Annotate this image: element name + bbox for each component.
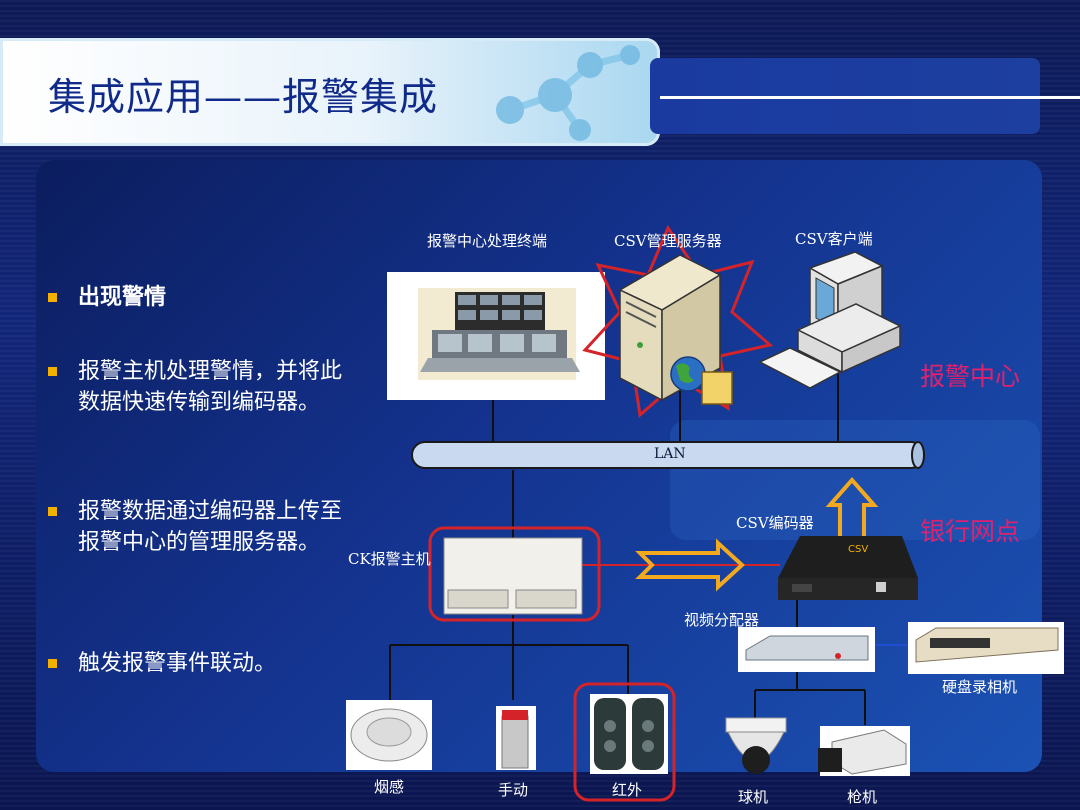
manual-alarm-icon [496, 706, 536, 770]
splitter-label: 视频分配器 [684, 611, 760, 629]
infrared-sensor-icon [590, 694, 668, 774]
encoder-label: CSV编码器 [736, 514, 814, 532]
infrared-label: 红外 [612, 781, 643, 799]
client-computer-icon [758, 251, 902, 389]
alarm-host-highlight [428, 526, 601, 622]
molecule-decoration [496, 45, 640, 141]
bullet-text: 报警数据通过编码器上传至报警中心的管理服务器。 [78, 499, 343, 555]
server-label: CSV管理服务器 [614, 232, 722, 250]
bullet-text: 报警主机处理警情，并将此数据快速传输到编码器。 [78, 359, 343, 415]
smoke-label: 烟感 [374, 778, 405, 796]
slide-title: 集成应用——报警集成 [48, 75, 439, 119]
globe-icon [670, 356, 733, 405]
gun-camera-icon [818, 726, 910, 776]
smoke-detector-icon [346, 700, 432, 770]
dome-camera-icon [725, 717, 787, 774]
bullet-square-icon [48, 659, 57, 668]
bullet-square-icon [48, 507, 57, 516]
alarm-center-region-label: 报警中心 [920, 362, 1021, 391]
bullet-text: 触发报警事件联动。 [78, 651, 277, 676]
lan-label: LAN [654, 446, 686, 462]
encoder-icon: CSV [778, 536, 918, 600]
right-arrow-icon [635, 538, 745, 592]
bullet-square-icon [48, 293, 57, 302]
infrared-highlight [573, 682, 676, 802]
gun-label: 枪机 [847, 788, 878, 806]
dvr-label: 硬盘录相机 [942, 678, 1018, 696]
dome-label: 球机 [738, 788, 769, 806]
bullet-text: 出现警情 [78, 284, 167, 310]
client-label: CSV客户端 [795, 230, 873, 248]
bank-branch-region-label: 银行网点 [920, 517, 1021, 546]
bullet-square-icon [48, 367, 57, 376]
alarm-host-icon [443, 537, 583, 615]
manual-label: 手动 [498, 781, 529, 799]
dvr-icon [908, 622, 1064, 674]
svg-text:CSV: CSV [848, 544, 868, 555]
terminal-label: 报警中心处理终端 [427, 232, 548, 250]
connection-lines [389, 372, 866, 725]
title-underline [660, 96, 1080, 99]
server-icon [618, 254, 722, 402]
video-splitter-icon [738, 627, 875, 672]
up-arrow-icon [825, 476, 879, 547]
monitor-wall-icon [418, 288, 580, 380]
alarm-host-label: CK报警主机 [348, 550, 431, 568]
